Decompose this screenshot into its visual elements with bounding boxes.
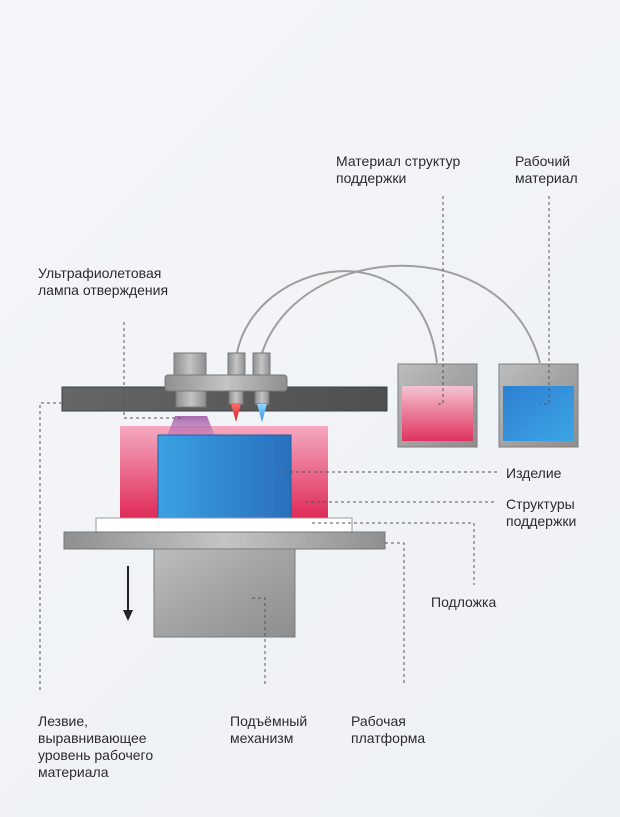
build-nozzle — [257, 404, 267, 422]
label-substrate: Подложка — [431, 594, 497, 610]
leader-lines — [39, 196, 550, 692]
label-lift: Подъёмный механизм — [230, 713, 308, 746]
label-part: Изделие — [506, 465, 562, 481]
label-build-material: Рабочий материал — [515, 153, 578, 186]
label-support-material: Материал структур поддержки — [336, 153, 461, 186]
down-arrow-icon — [123, 566, 133, 621]
support-material-tank — [397, 363, 478, 448]
support-material-hose — [236, 270, 438, 364]
substrate — [95, 517, 353, 532]
part-block — [157, 434, 292, 519]
build-material-tank — [498, 363, 579, 448]
leader-blade — [39, 402, 62, 692]
print-head — [164, 352, 288, 422]
support-nozzle — [231, 404, 241, 422]
label-support-structures: Структуры поддержки — [506, 496, 577, 529]
label-platform: Рабочая платформа — [351, 713, 426, 746]
lifting-mechanism — [153, 548, 296, 638]
leader-platform — [385, 542, 405, 686]
leader-uv-lamp — [123, 322, 181, 419]
build-material-hose — [261, 264, 541, 364]
leader-lift — [252, 597, 266, 686]
uv-light-beam — [167, 416, 215, 436]
leader-substrate — [312, 522, 475, 585]
build-platform — [63, 531, 386, 550]
label-blade: Лезвие, выравнивающее уровень рабочего м… — [38, 713, 154, 780]
label-uv-lamp: Ультрафиолетовая лампа отверждения — [38, 265, 169, 298]
